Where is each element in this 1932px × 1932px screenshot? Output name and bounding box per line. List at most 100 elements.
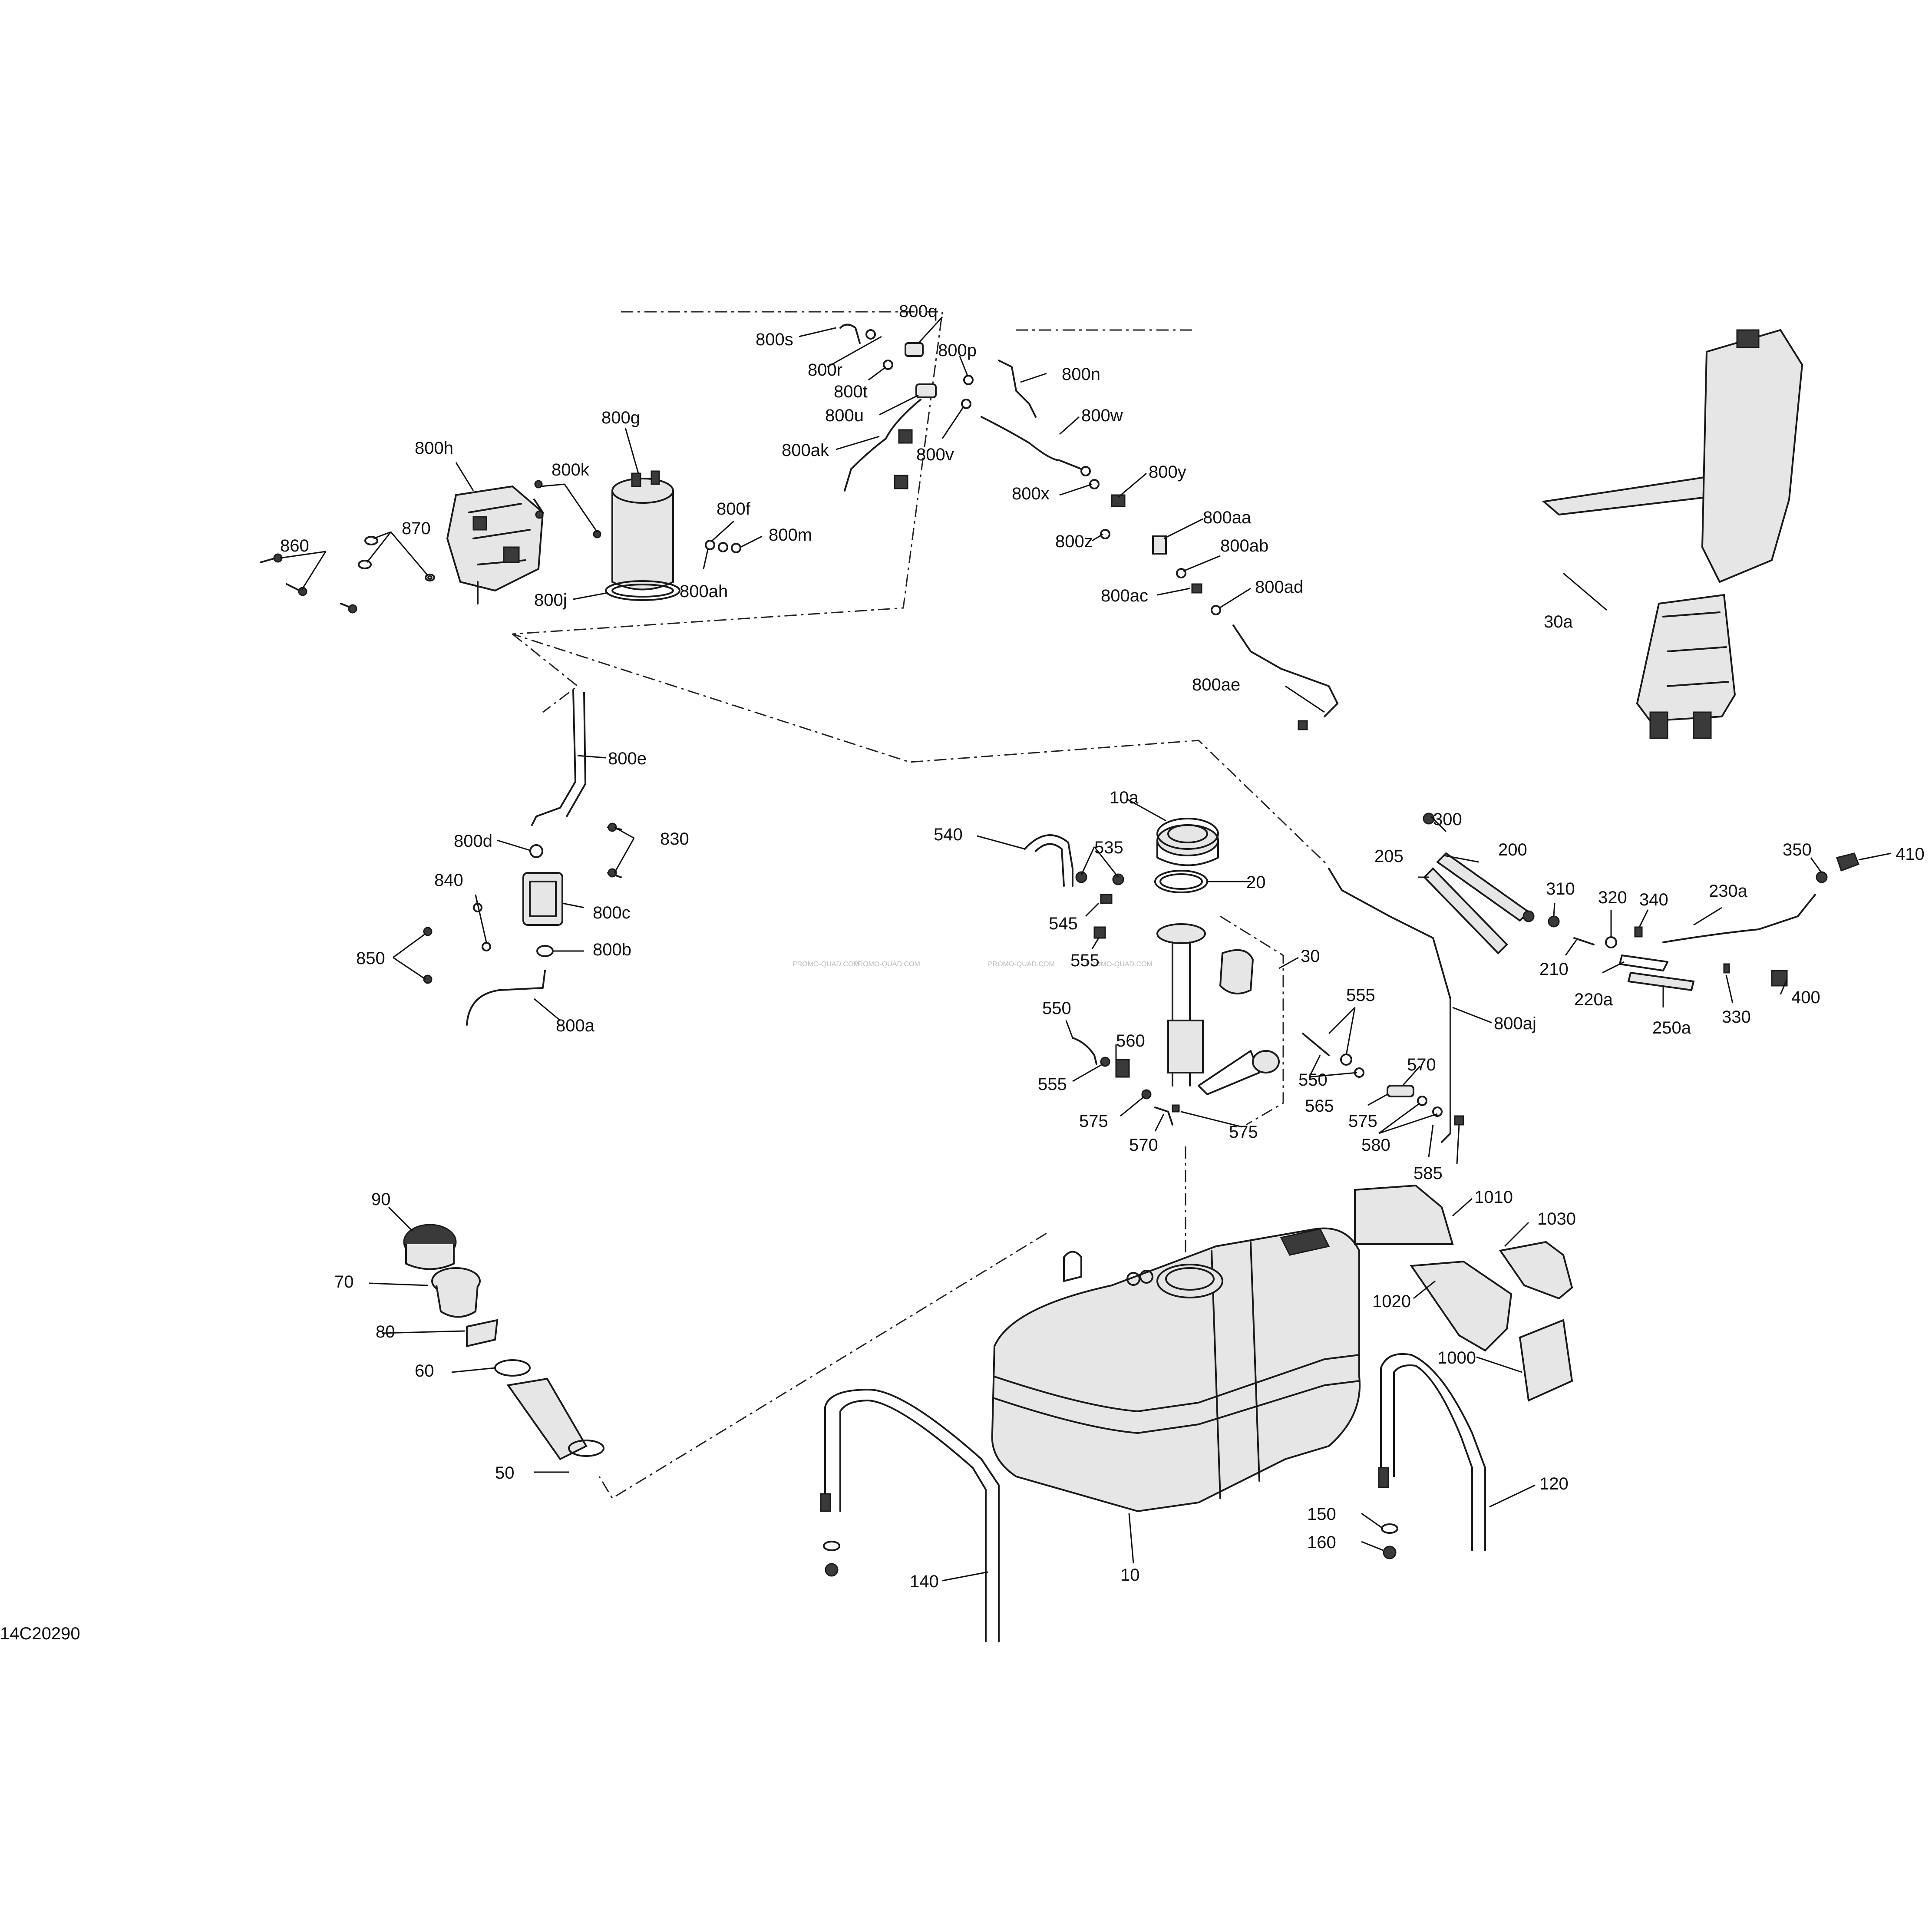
callout-230a: 230a — [1709, 882, 1748, 901]
callout-555b: 555 — [1346, 986, 1375, 1005]
fuel-line-800aj — [1328, 868, 1451, 1143]
callout-800c: 800c — [593, 903, 631, 922]
callout-800n: 800n — [1062, 365, 1100, 384]
callout-1010: 1010 — [1474, 1188, 1513, 1207]
callout-340: 340 — [1639, 890, 1668, 909]
callout-870: 870 — [402, 519, 431, 538]
callout-570b: 570 — [1129, 1136, 1158, 1155]
fuel-pump-module-30a — [1542, 329, 1803, 739]
callout-555c: 555 — [1038, 1075, 1067, 1094]
callout-800ab: 800ab — [1220, 536, 1268, 555]
vent-hose-800a — [466, 970, 546, 1026]
callout-80: 80 — [376, 1322, 395, 1341]
callout-800ah: 800ah — [680, 582, 728, 601]
callout-840: 840 — [434, 871, 463, 890]
tank-cap-ring-10a — [1156, 818, 1219, 866]
callout-800e: 800e — [608, 749, 647, 768]
callout-800m: 800m — [769, 525, 812, 545]
callout-575c: 575 — [1229, 1123, 1258, 1142]
callout-210: 210 — [1539, 960, 1569, 979]
callout-800ad: 800ad — [1255, 578, 1303, 597]
callout-800w: 800w — [1081, 406, 1123, 425]
callout-800r: 800r — [808, 360, 842, 380]
callout-800g: 800g — [601, 408, 640, 427]
upper-vapor-lines — [839, 324, 1091, 492]
callout-300: 300 — [1433, 810, 1462, 829]
callout-585: 585 — [1413, 1164, 1443, 1183]
fuel-pump-sender-30 — [1156, 923, 1280, 1095]
callout-410: 410 — [1896, 845, 1925, 864]
callout-860: 860 — [280, 536, 309, 555]
callout-70: 70 — [334, 1272, 354, 1291]
crossover-hose-540 — [1024, 834, 1180, 1126]
callout-800y: 800y — [1149, 462, 1186, 482]
tank-straps — [820, 1353, 1486, 1642]
callout-250a: 250a — [1652, 1018, 1691, 1037]
filler-neck-group — [403, 1224, 604, 1460]
callout-800ak: 800ak — [782, 441, 829, 460]
callout-310: 310 — [1546, 879, 1575, 898]
watermark: PROMO-QUAD.COM — [793, 961, 859, 968]
callout-570a: 570 — [1407, 1055, 1436, 1074]
vent-hose-800e — [531, 690, 576, 826]
lower-vapor-lines — [1089, 479, 1338, 730]
callout-560: 560 — [1116, 1031, 1145, 1050]
evap-kit-outline-2 — [512, 633, 579, 713]
callout-550b: 550 — [1298, 1070, 1328, 1090]
callout-30: 30 — [1301, 947, 1320, 966]
callout-20: 20 — [1246, 873, 1266, 892]
callout-60: 60 — [415, 1361, 434, 1380]
callout-150: 150 — [1307, 1505, 1336, 1524]
callout-220a: 220a — [1574, 990, 1613, 1009]
fuel-tank — [991, 1227, 1361, 1513]
watermark: PROMO-QUAD.COM — [1086, 961, 1153, 968]
callout-800x: 800x — [1012, 484, 1050, 503]
callout-1030: 1030 — [1537, 1209, 1576, 1229]
gasket-20 — [1154, 870, 1208, 893]
callout-320: 320 — [1598, 888, 1627, 907]
callout-10: 10 — [1120, 1565, 1140, 1585]
callout-800h: 800h — [415, 439, 453, 458]
callout-800b: 800b — [593, 940, 631, 959]
callout-1020: 1020 — [1372, 1292, 1411, 1311]
callout-800p: 800p — [938, 341, 977, 360]
callout-580: 580 — [1361, 1136, 1390, 1155]
callout-50: 50 — [495, 1463, 515, 1483]
callout-555a: 555 — [1070, 951, 1100, 970]
callout-330: 330 — [1722, 1007, 1751, 1027]
callout-205: 205 — [1374, 847, 1404, 866]
callout-160: 160 — [1307, 1533, 1336, 1552]
callout-800ac: 800ac — [1101, 586, 1148, 605]
heat-shields — [1354, 1184, 1573, 1402]
callout-535: 535 — [1094, 838, 1123, 857]
callout-565: 565 — [1305, 1096, 1334, 1116]
callout-350: 350 — [1783, 840, 1812, 859]
callout-800aa: 800aa — [1203, 508, 1252, 527]
callout-575b: 575 — [1348, 1112, 1377, 1131]
callout-540: 540 — [934, 825, 963, 844]
callout-140: 140 — [910, 1572, 939, 1591]
callout-800aj: 800aj — [1494, 1014, 1536, 1033]
pump-outline — [1220, 915, 1284, 1126]
callout-1000: 1000 — [1437, 1348, 1476, 1367]
callout-850: 850 — [356, 949, 385, 968]
callout-800k: 800k — [552, 460, 590, 479]
callout-800j: 800j — [534, 591, 567, 610]
right-fittings — [1548, 852, 1859, 991]
callout-800d: 800d — [454, 832, 492, 851]
callout-800v: 800v — [916, 445, 954, 464]
watermark: PROMO-QUAD.COM — [988, 961, 1055, 968]
callout-200: 200 — [1498, 840, 1527, 859]
callout-800t: 800t — [834, 382, 868, 401]
callout-10a: 10a — [1110, 788, 1139, 807]
leader-lines — [280, 316, 1892, 1582]
diagram-reference-code: 14C20290 — [0, 1624, 80, 1643]
callout-800z: 800z — [1055, 532, 1093, 551]
callout-90: 90 — [371, 1190, 391, 1209]
filler-neck-outline — [598, 1232, 1047, 1499]
callout-30a: 30a — [1544, 612, 1573, 631]
callout-545: 545 — [1049, 914, 1078, 933]
charcoal-canister — [605, 470, 741, 601]
callout-800u: 800u — [825, 406, 864, 425]
